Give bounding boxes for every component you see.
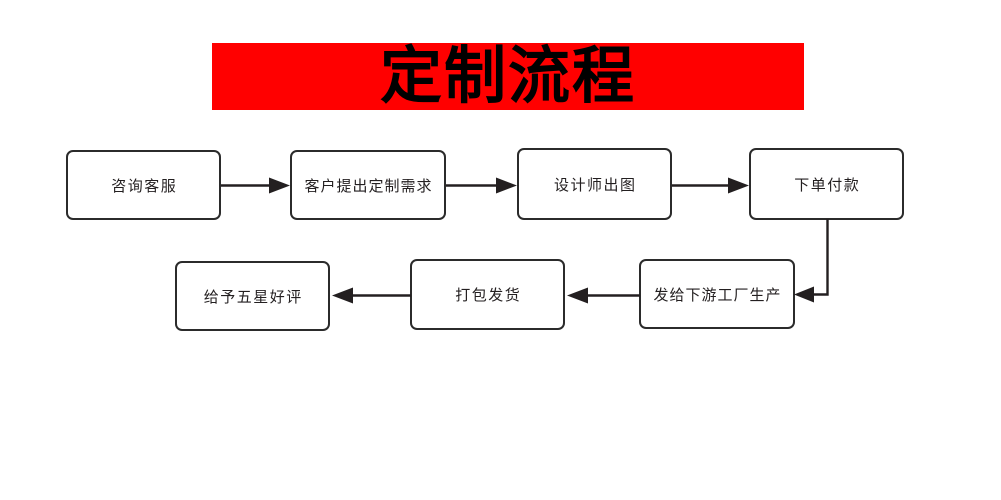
- flow-node-designer-drawing[interactable]: 设计师出图: [517, 148, 672, 220]
- arrow-consult-to-request: [221, 176, 291, 196]
- flow-node-label: 设计师出图: [553, 175, 637, 194]
- arrow-order-to-factory: [790, 219, 835, 304]
- arrow-factory-to-pack: [564, 286, 641, 306]
- flow-node-pack-and-ship[interactable]: 打包发货: [410, 259, 565, 330]
- flow-node-label: 咨询客服: [111, 176, 178, 195]
- arrow-pack-to-review: [329, 286, 412, 306]
- title-banner: 定制流程: [212, 43, 804, 110]
- flow-node-consult-service[interactable]: 咨询客服: [66, 150, 221, 220]
- arrow-designer-to-order: [672, 176, 750, 196]
- flow-node-label: 给予五星好评: [203, 287, 303, 306]
- flow-node-send-to-factory[interactable]: 发给下游工厂生产: [639, 259, 795, 329]
- page-title: 定制流程: [379, 38, 636, 112]
- flow-node-label: 下单付款: [794, 175, 861, 194]
- flow-node-label: 客户提出定制需求: [304, 176, 433, 195]
- flow-node-five-star-review[interactable]: 给予五星好评: [175, 261, 330, 331]
- flow-node-label: 打包发货: [455, 286, 522, 304]
- arrow-request-to-designer: [446, 176, 518, 196]
- flow-node-label: 发给下游工厂生产: [653, 285, 782, 304]
- flow-node-customer-request[interactable]: 客户提出定制需求: [290, 150, 446, 220]
- flow-node-place-order-pay[interactable]: 下单付款: [749, 148, 904, 220]
